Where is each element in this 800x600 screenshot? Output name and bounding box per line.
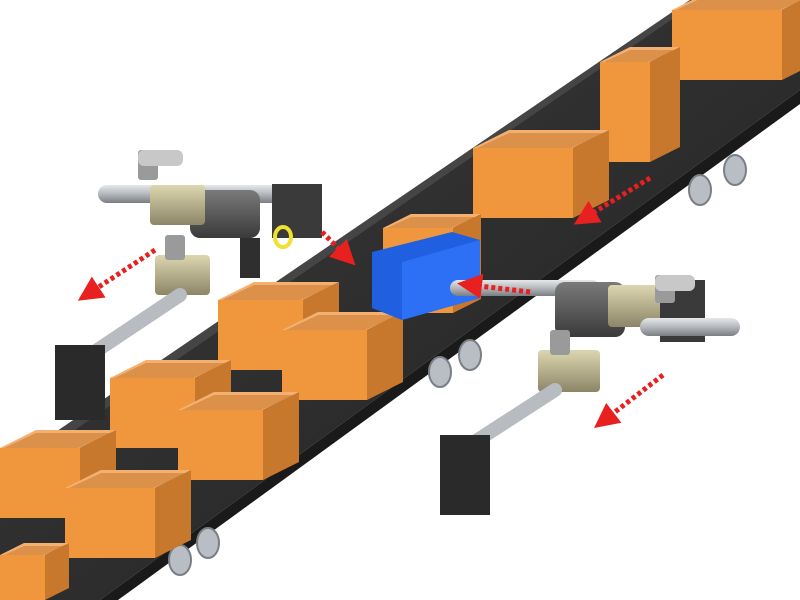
- yellow-ring-icon: [273, 225, 293, 249]
- right-lower-fitting: [550, 330, 570, 355]
- left-lower-plate: [55, 345, 105, 420]
- red-arrow-icon: [77, 247, 157, 301]
- left-cylinder-assembly: [55, 150, 322, 420]
- blue-pusher-plate: [372, 232, 480, 320]
- right-lower-plate: [440, 435, 490, 515]
- left-lower-valve: [155, 255, 210, 295]
- motion-arrows: [77, 175, 665, 429]
- belt-rollers: [168, 154, 747, 576]
- open-box: [672, 0, 800, 80]
- red-arrow-icon: [594, 373, 665, 429]
- open-box: [282, 312, 403, 400]
- left-cylinder-collar: [190, 190, 260, 238]
- red-arrow-icon: [320, 230, 356, 266]
- left-valve-body: [150, 185, 205, 225]
- right-cylinder-collar: [555, 282, 625, 337]
- open-box: [473, 130, 609, 218]
- right-valve-body: [608, 285, 668, 327]
- open-box: [178, 392, 299, 480]
- red-arrow-icon: [457, 273, 531, 299]
- open-box: [600, 47, 680, 162]
- open-box: [65, 470, 191, 558]
- left-lower-fitting: [165, 235, 185, 260]
- open-box: [0, 543, 69, 600]
- right-tail-rod: [640, 318, 740, 336]
- red-arrow-icon: [573, 175, 652, 225]
- left-bracket: [240, 238, 260, 278]
- right-lower-valve: [538, 350, 600, 392]
- right-cylinder-assembly: [440, 275, 740, 515]
- right-fitting-elbow: [655, 275, 695, 291]
- left-fitting-elbow: [138, 150, 183, 166]
